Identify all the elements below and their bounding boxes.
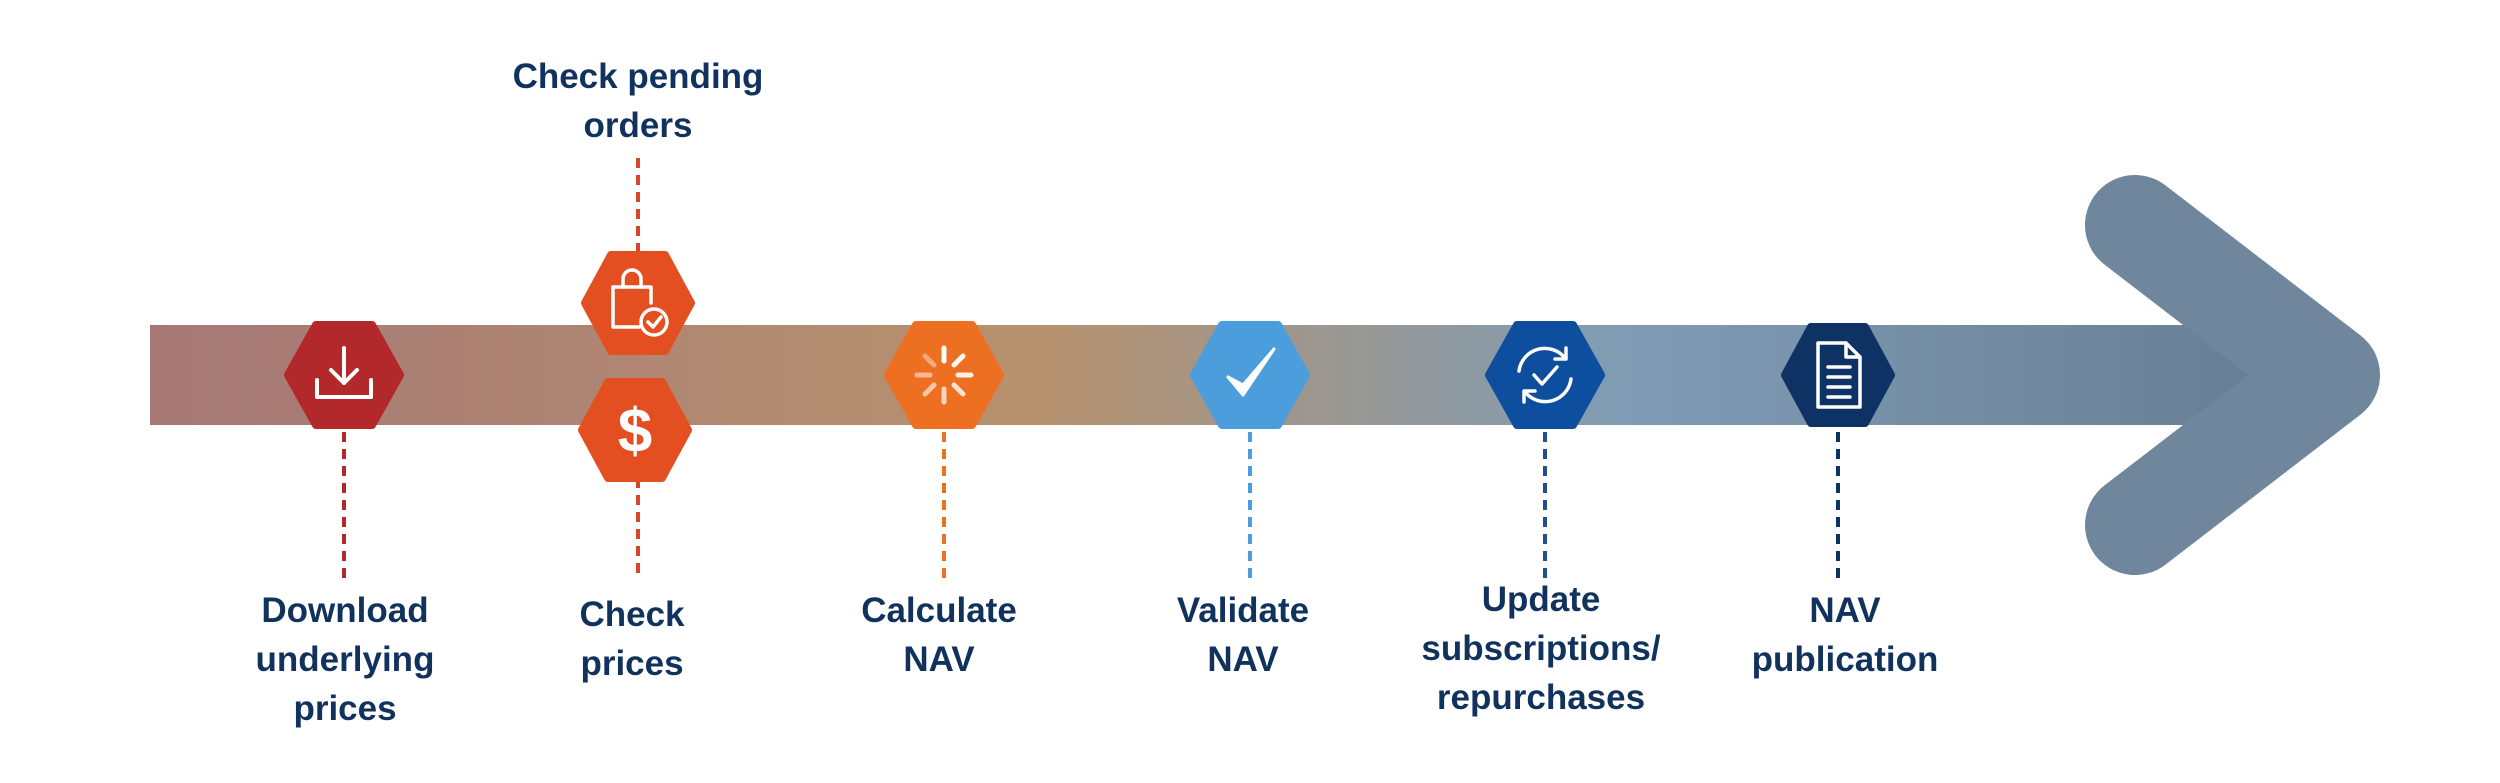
timeline-arrowhead xyxy=(2085,175,2380,575)
step-check-prices: $ xyxy=(578,378,692,482)
download-icon xyxy=(315,346,373,399)
document-icon xyxy=(1816,341,1862,409)
refresh-check-icon xyxy=(1517,346,1573,404)
step-publication xyxy=(1781,323,1895,427)
label-update: Update subscriptions/ repurchases xyxy=(1421,580,1661,717)
label-calculate: Calculate NAV xyxy=(861,591,1017,679)
loading-spinner-icon xyxy=(914,345,974,405)
step-calculate xyxy=(884,321,1004,429)
step-download xyxy=(284,321,404,429)
step-check-pending-orders xyxy=(581,251,695,355)
dollar-icon: $ xyxy=(618,397,652,466)
step-validate xyxy=(1190,321,1310,429)
label-validate: Validate NAV xyxy=(1176,591,1310,679)
shopping-bag-check-icon xyxy=(611,268,669,337)
label-check-prices: Check prices xyxy=(579,595,685,683)
step-update xyxy=(1485,321,1605,429)
label-download: Download underlying prices xyxy=(255,591,435,728)
checkmark-icon xyxy=(1226,347,1276,397)
label-check-pending-orders: Check pending orders xyxy=(512,57,764,145)
label-publication: NAV publication xyxy=(1751,591,1939,679)
